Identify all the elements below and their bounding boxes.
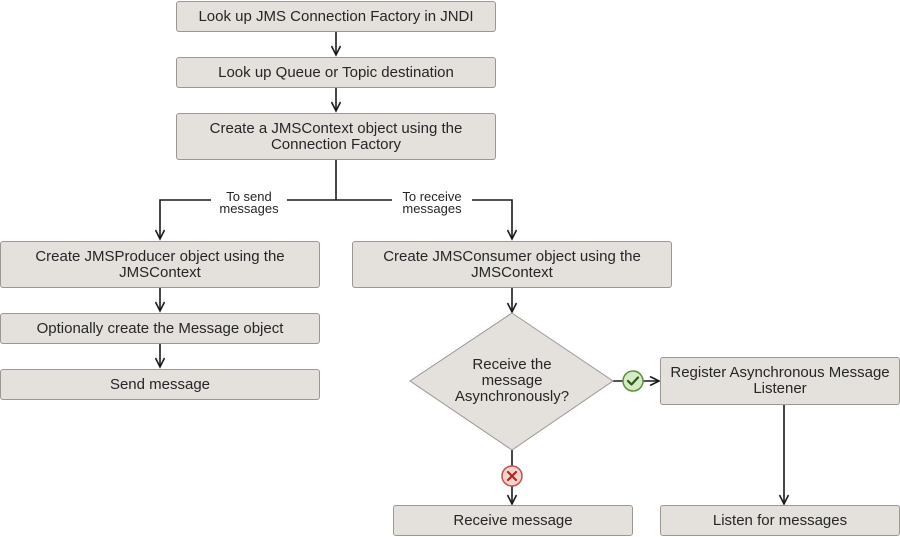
listen-for-messages-node: Listen for messages <box>660 505 900 536</box>
decision-diamond <box>409 312 614 451</box>
decision-label: Receive the message Asynchronously? <box>454 356 570 405</box>
create-consumer-node: Create JMSConsumer object using the JMSC… <box>352 241 672 288</box>
lookup-connection-factory-node: Look up JMS Connection Factory in JNDI <box>176 1 496 32</box>
to-send-label: To send messages <box>211 190 287 215</box>
create-message-node: Optionally create the Message object <box>0 313 320 344</box>
register-listener-node: Register Asynchronous Message Listener <box>660 357 900 405</box>
to-receive-label: To receive messages <box>392 190 472 215</box>
send-message-node: Send message <box>0 369 320 400</box>
create-jmscontext-node: Create a JMSContext object using the Con… <box>176 113 496 160</box>
create-producer-node: Create JMSProducer object using the JMSC… <box>0 241 320 288</box>
check-icon <box>622 370 644 392</box>
receive-message-node: Receive message <box>393 505 633 536</box>
cross-icon <box>501 465 523 487</box>
lookup-destination-node: Look up Queue or Topic destination <box>176 57 496 88</box>
